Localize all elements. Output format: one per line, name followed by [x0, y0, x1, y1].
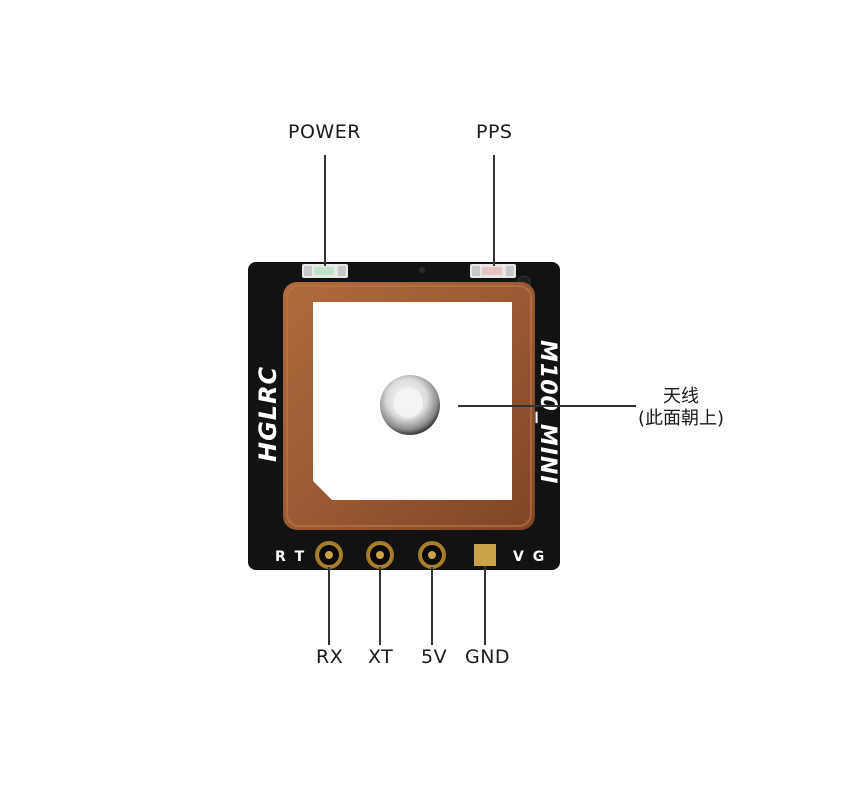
rx-label: RX	[316, 646, 344, 668]
antenna-label-line2: (此面朝上)	[637, 408, 725, 429]
model-silkscreen: M100_MINI	[535, 340, 560, 485]
pad-letters-left: R T	[275, 549, 306, 565]
pad-letters-right: V G	[513, 549, 546, 565]
xt-label: XT	[368, 646, 394, 668]
antenna-label: 天线 (此面朝上)	[626, 386, 736, 430]
rx-pad	[315, 541, 343, 569]
pps-led	[470, 264, 516, 278]
pps-label: PPS	[476, 121, 513, 143]
antenna-label-line1: 天线	[663, 386, 699, 407]
brand-silkscreen: HGLRC	[254, 366, 282, 462]
5v-pad	[418, 541, 446, 569]
tx-pad	[366, 541, 394, 569]
power-led	[302, 264, 348, 278]
pcb-hole	[419, 267, 425, 273]
gnd-label: GND	[465, 646, 511, 668]
power-label: POWER	[288, 121, 361, 143]
5v-label: 5V	[421, 646, 448, 668]
gnd-pad	[474, 544, 496, 566]
